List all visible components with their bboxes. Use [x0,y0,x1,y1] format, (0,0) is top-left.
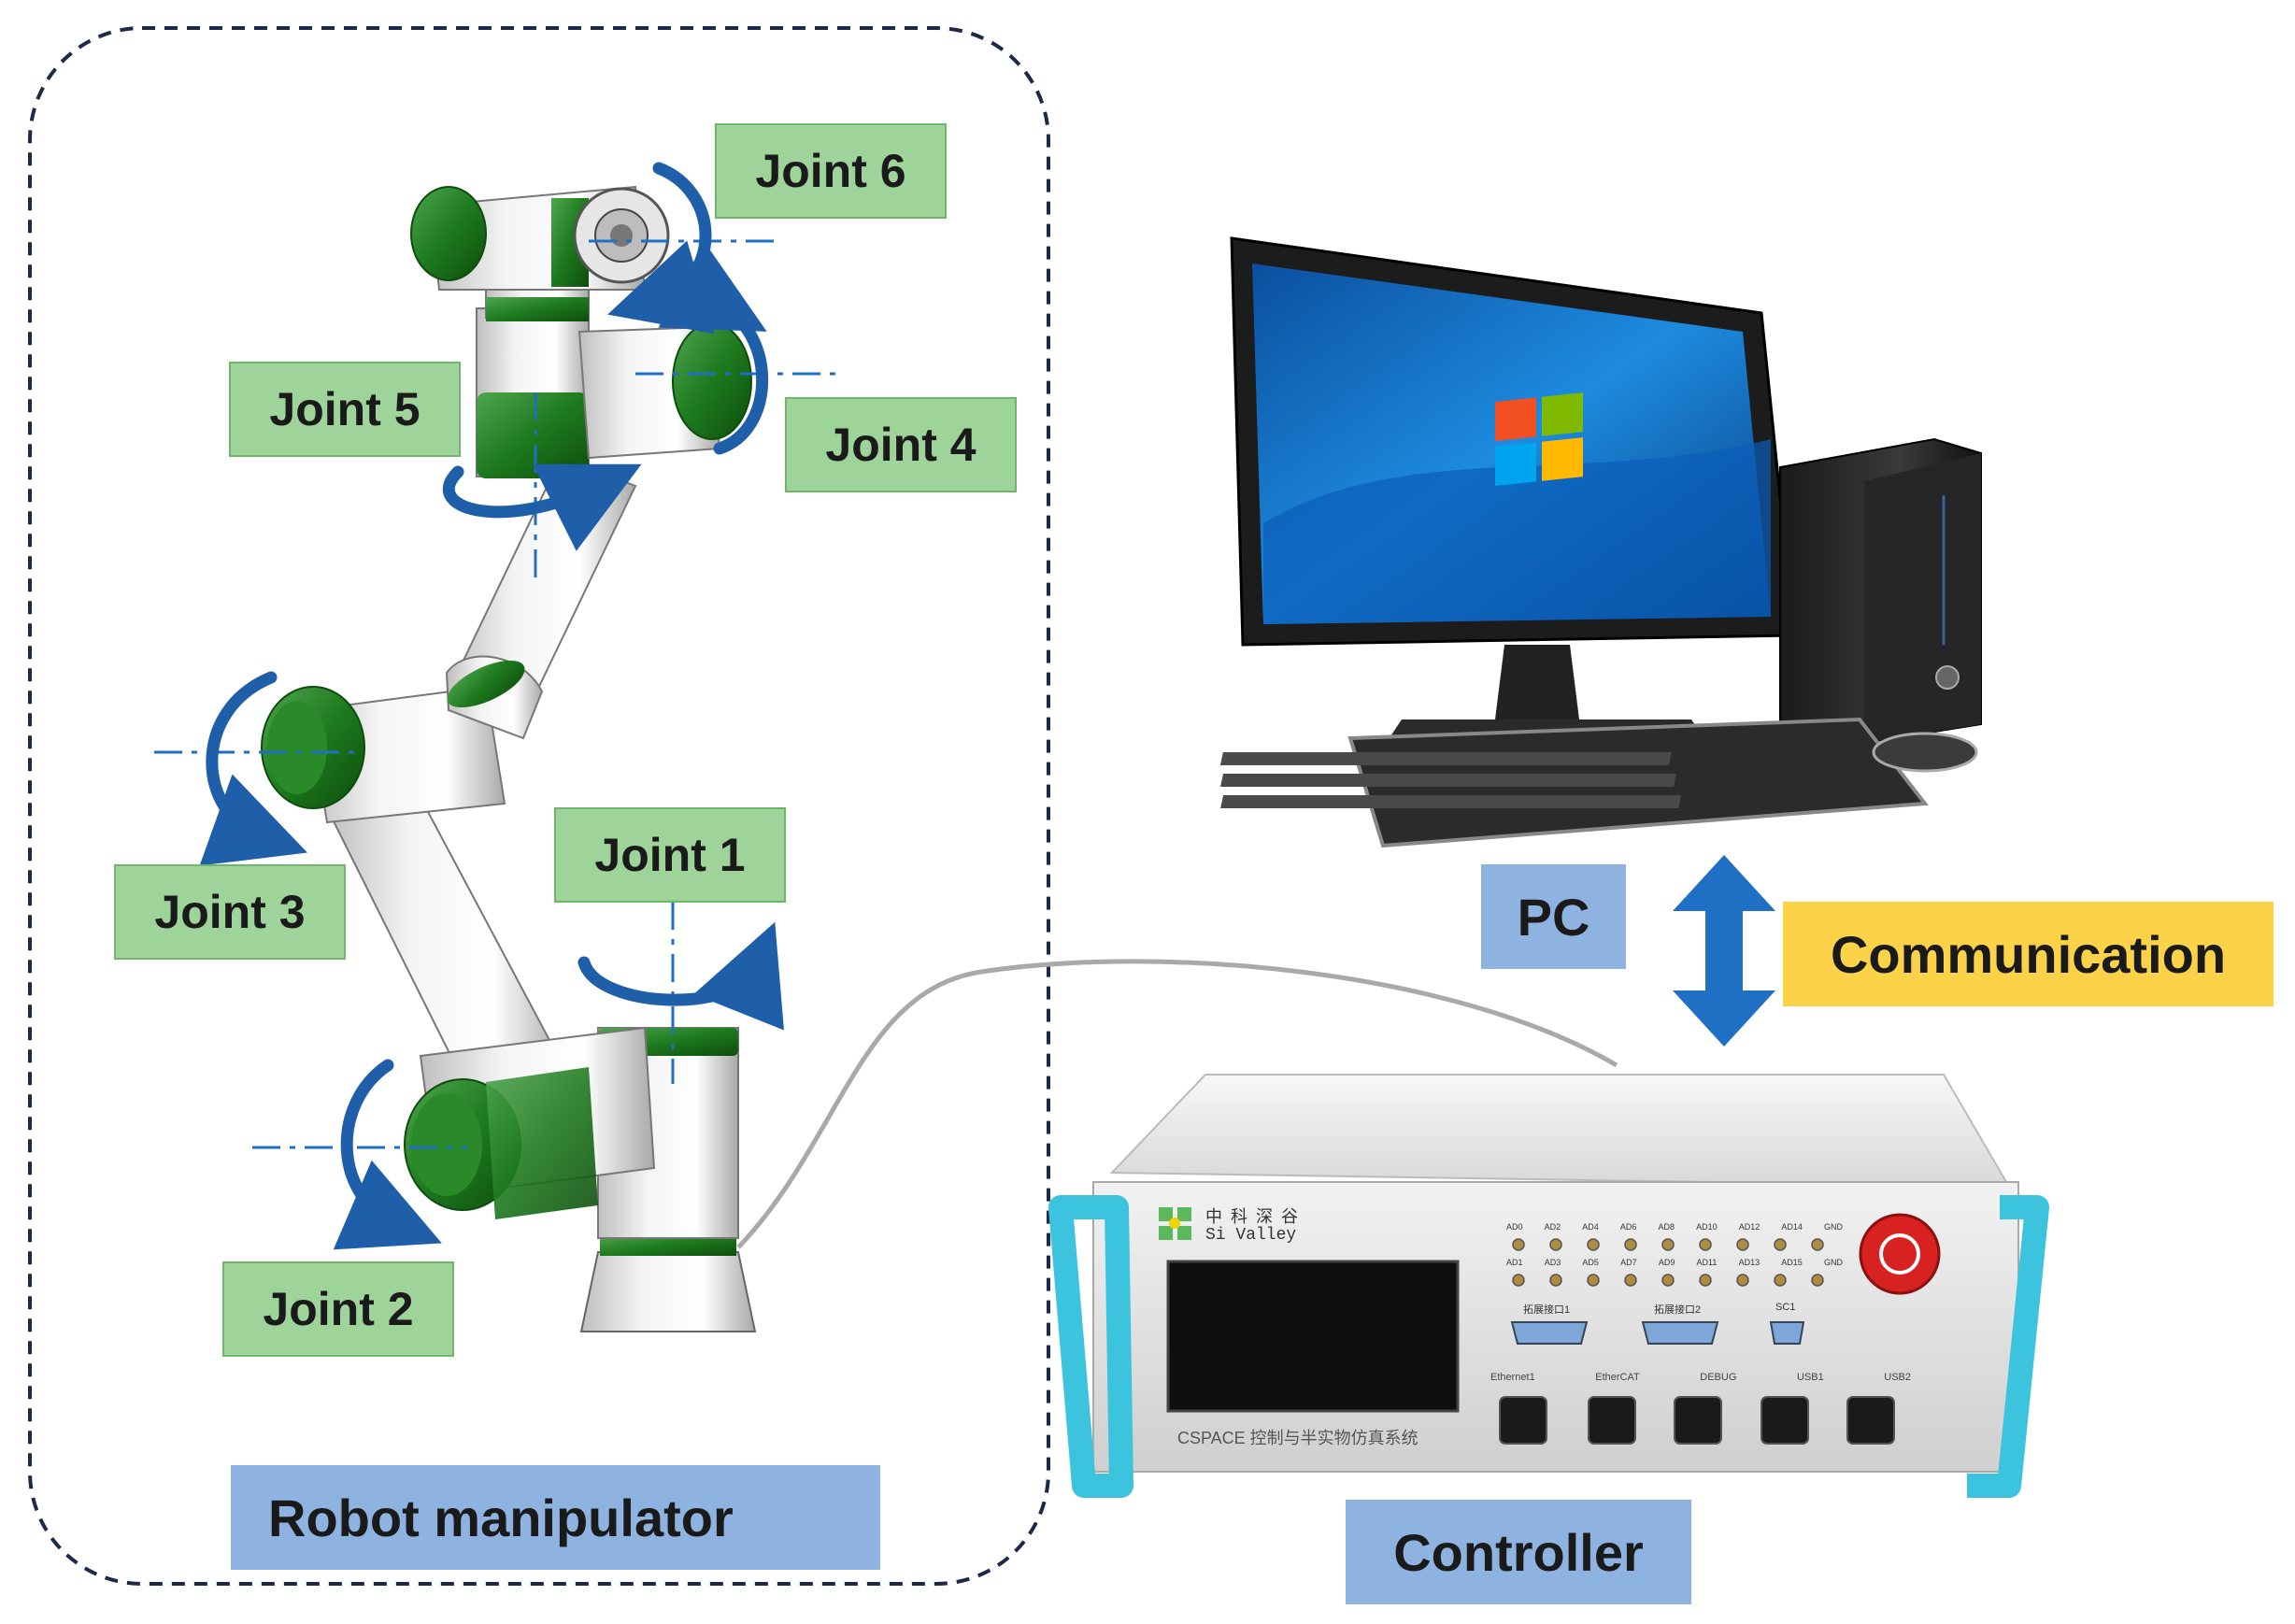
joint4-label: Joint 4 [785,397,1017,492]
ad-port-label: AD9 [1658,1258,1675,1267]
windows-logo-icon [1495,392,1583,486]
controller-system-name: CSPACE 控制与半实物仿真系统 [1177,1429,1418,1447]
ad-port-label: AD2 [1544,1222,1561,1232]
ad-ports [1512,1238,1824,1287]
bottom-port-label: Ethernet1 [1490,1372,1535,1383]
joint2-label: Joint 2 [222,1261,454,1357]
ad-port-label: AD5 [1582,1258,1599,1267]
pc-illustration [1219,236,1982,848]
ad-port-label: AD15 [1781,1258,1803,1267]
company-logo-icon [1159,1207,1191,1240]
bottom-port-label: USB1 [1796,1372,1824,1383]
ad-port-label: AD3 [1544,1258,1561,1267]
ad-port-label: AD14 [1781,1222,1803,1232]
communication-arrow [1673,855,1775,1047]
ad-port-labels-bottom: AD1 AD3 AD5 AD7 AD9 AD11 AD13 AD15 GND [1506,1258,1843,1267]
robot-manipulator-label: Robot manipulator [231,1465,880,1570]
connector-label-2: 拓展接口2 [1654,1304,1702,1316]
bottom-port-labels: Ethernet1 EtherCAT DEBUG USB1 USB2 [1490,1372,1911,1383]
bottom-port-label: EtherCAT [1595,1372,1640,1383]
dsub-connectors [1510,1321,1805,1345]
bottom-port-label: USB2 [1884,1372,1911,1383]
robot-boundary [28,26,1050,1586]
bottom-port-label: DEBUG [1700,1372,1737,1383]
mouse [1872,732,1978,773]
controller-brand-en: Si Valley [1205,1226,1297,1245]
rotation-arrows [199,162,784,1250]
communication-label: Communication [1783,902,2274,1006]
ad-port-label: GND [1824,1222,1843,1232]
right-handle [1967,1195,2049,1498]
ad-port-label: AD12 [1738,1222,1760,1232]
pc-label: PC [1481,864,1626,969]
ad-port-labels-top: AD0 AD2 AD4 AD6 AD8 AD10 AD12 AD14 GND [1506,1222,1843,1232]
ad-port-label: AD11 [1696,1258,1718,1267]
robot-arm [261,185,757,1332]
emergency-stop-button [1859,1213,1941,1295]
ad-port-label: AD6 [1619,1222,1637,1232]
ad-port-label: GND [1823,1258,1843,1267]
ad-port-label: AD7 [1620,1258,1637,1267]
joint5-label: Joint 5 [229,362,461,457]
controller-lcd [1166,1260,1460,1413]
controller-brand-cn: 中 科 深 谷 [1205,1207,1301,1226]
ad-port-label: AD13 [1738,1258,1760,1267]
left-handle [1048,1195,1133,1498]
controller-illustration [1048,1074,2049,1498]
robot-cable [736,959,1618,1249]
joint3-label: Joint 3 [114,864,346,960]
joint1-label: Joint 1 [554,807,786,903]
connector-label-1: 拓展接口1 [1523,1304,1571,1316]
bottom-ports [1499,1396,1895,1445]
ad-port-label: AD4 [1582,1222,1599,1232]
joint4-hub [672,322,752,440]
ad-port-label: AD0 [1506,1222,1523,1232]
joint6-label: Joint 6 [715,123,947,219]
ad-port-label: AD1 [1506,1258,1523,1267]
controller-label: Controller [1346,1500,1691,1604]
ad-port-label: AD10 [1696,1222,1718,1232]
ad-port-label: AD8 [1658,1222,1675,1232]
robot-base [579,1251,757,1332]
connector-label-3: SC1 [1775,1302,1796,1313]
